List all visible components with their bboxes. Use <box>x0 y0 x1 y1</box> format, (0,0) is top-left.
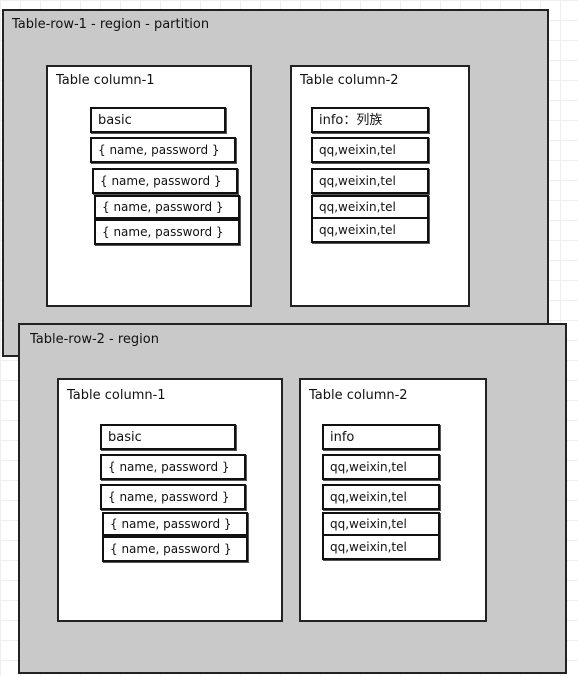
data-cell: { name, password } <box>102 512 248 536</box>
region-row-1: Table-row-1 - region - partition Table c… <box>2 9 549 357</box>
data-cell: qq,weixin,tel <box>322 512 440 536</box>
column-title: Table column-2 <box>300 73 399 88</box>
column-1-box: Table column-1 basic { name, password } … <box>46 65 252 307</box>
data-cell: qq,weixin,tel <box>311 137 429 163</box>
data-cell: qq,weixin,tel <box>322 454 440 480</box>
data-cell: qq,weixin,tel <box>311 195 429 219</box>
column-title: Table column-1 <box>67 388 166 403</box>
column-family-cell: info <box>322 424 440 450</box>
region-title: Table-row-2 - region <box>30 332 159 347</box>
column-title: Table column-1 <box>56 73 155 88</box>
data-cell: { name, password } <box>94 219 240 245</box>
data-cell: qq,weixin,tel <box>311 217 429 243</box>
data-cell: qq,weixin,tel <box>322 534 440 560</box>
column-family-cell: basic <box>90 107 226 133</box>
data-cell: qq,weixin,tel <box>311 168 429 194</box>
data-cell: { name, password } <box>90 137 236 163</box>
column-1-box: Table column-1 basic { name, password } … <box>57 378 283 622</box>
data-cell: { name, password } <box>100 454 246 480</box>
column-family-cell: info：列族 <box>311 107 429 133</box>
column-2-box: Table column-2 info：列族 qq,weixin,tel qq,… <box>290 65 470 307</box>
data-cell: { name, password } <box>100 484 246 510</box>
data-cell: { name, password } <box>92 168 238 194</box>
column-title: Table column-2 <box>309 388 408 403</box>
data-cell: { name, password } <box>94 195 240 219</box>
region-title: Table-row-1 - region - partition <box>12 17 210 32</box>
region-row-2: Table-row-2 - region Table column-1 basi… <box>18 323 567 674</box>
data-cell: qq,weixin,tel <box>322 484 440 510</box>
column-2-box: Table column-2 info qq,weixin,tel qq,wei… <box>299 378 487 622</box>
data-cell: { name, password } <box>102 536 248 562</box>
column-family-cell: basic <box>100 424 236 450</box>
